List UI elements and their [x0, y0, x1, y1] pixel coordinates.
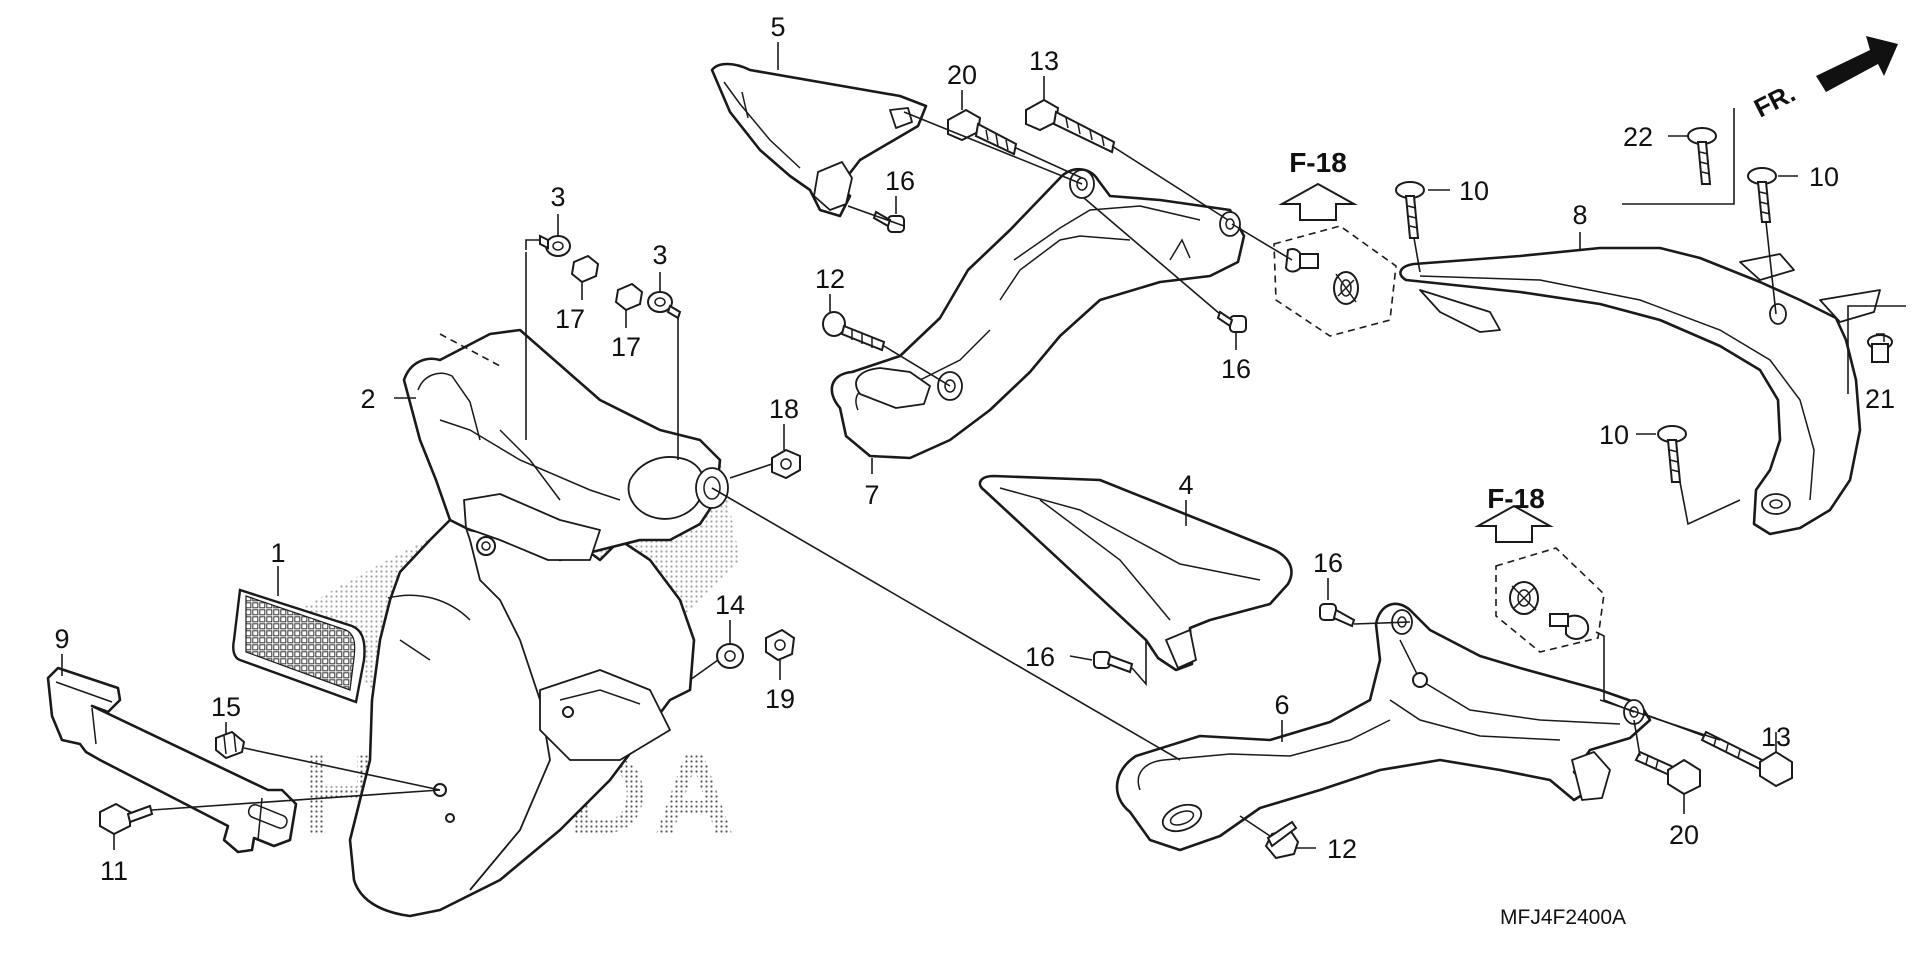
screw-16-upper-left — [872, 210, 905, 233]
screw-10-right — [1747, 167, 1777, 223]
part-6-right-grab-rail — [1115, 602, 1652, 852]
rear-fender-assembly — [348, 499, 696, 918]
callout-16-upper-left: 16 — [885, 166, 915, 196]
callout-22: 22 — [1623, 122, 1653, 152]
callout-7: 7 — [864, 480, 879, 510]
bolt-12-lower — [1264, 820, 1300, 860]
part-4-right-side-cover — [978, 474, 1293, 672]
bolt-13-top — [1025, 98, 1116, 154]
callout-10-left: 10 — [1459, 176, 1489, 206]
nut-3-right — [647, 291, 682, 320]
part-8-rear-cowl — [1399, 246, 1881, 536]
hardware — [99, 98, 1893, 860]
f18-label-lower: F-18 — [1487, 483, 1545, 514]
bolt-20-top — [947, 108, 1018, 156]
screw-22 — [1687, 127, 1717, 185]
callout-3-right: 3 — [652, 240, 667, 270]
callout-15: 15 — [211, 692, 241, 722]
callout-2: 2 — [360, 384, 375, 414]
callout-17-right: 17 — [611, 332, 641, 362]
diagram-code: MFJ4F2400A — [1500, 906, 1626, 929]
callout-20-lower: 20 — [1669, 820, 1699, 850]
bolt-11 — [99, 802, 154, 836]
screw-10-left — [1395, 181, 1425, 239]
screw-10-lower — [1657, 425, 1687, 483]
nut-3-left — [539, 234, 571, 257]
callout-9: 9 — [54, 624, 69, 654]
callouts: 1 2 3 3 4 5 6 7 8 9 10 10 10 11 12 12 13… — [54, 12, 1895, 886]
f18-label-upper: F-18 — [1289, 147, 1347, 178]
screw-16-mid-right — [1319, 603, 1356, 628]
callout-20-top: 20 — [947, 60, 977, 90]
clip-21 — [1867, 333, 1893, 363]
part-2-tail-housing — [402, 328, 729, 562]
callout-13-lower: 13 — [1761, 722, 1791, 752]
callout-16-under-rail: 16 — [1221, 354, 1251, 384]
nut-17-left — [570, 254, 600, 284]
nut-18 — [771, 448, 801, 480]
leader-lines — [61, 42, 1906, 850]
part-7-left-grab-rail — [830, 167, 1246, 460]
callout-1: 1 — [270, 538, 285, 568]
callout-5: 5 — [770, 12, 785, 42]
part-9-license-bracket — [46, 666, 298, 854]
inset-grommet-lower — [1495, 547, 1605, 653]
callout-10-right: 10 — [1809, 162, 1839, 192]
front-direction-indicator: FR. — [1749, 36, 1898, 123]
callout-8: 8 — [1572, 200, 1587, 230]
callout-10-lower: 10 — [1599, 420, 1629, 450]
callout-3-left: 3 — [550, 182, 565, 212]
part-1-reflector — [232, 588, 366, 704]
callout-21: 21 — [1865, 384, 1895, 414]
callout-12-upper: 12 — [815, 264, 845, 294]
callout-12-lower: 12 — [1327, 834, 1357, 864]
washer-14 — [716, 643, 744, 669]
callout-11: 11 — [100, 856, 128, 886]
screw-16-under-rail — [1216, 310, 1247, 333]
callout-14: 14 — [715, 590, 745, 620]
bolt-20-lower — [1634, 750, 1701, 796]
callout-6: 6 — [1274, 690, 1289, 720]
screw-16-mid-left — [1093, 651, 1134, 674]
callout-16-mid-left: 16 — [1025, 642, 1055, 672]
bolt-12-upper — [822, 311, 886, 352]
f18-ref-lower: F-18 — [1474, 483, 1554, 543]
nut-19 — [765, 628, 796, 662]
callout-16-mid-right: 16 — [1313, 548, 1343, 578]
inset-grommet-upper — [1273, 225, 1397, 337]
front-direction-label: FR. — [1749, 78, 1800, 124]
callout-4: 4 — [1178, 470, 1193, 500]
callout-18: 18 — [769, 394, 799, 424]
callout-17-left: 17 — [555, 304, 585, 334]
callout-13-top: 13 — [1029, 46, 1059, 76]
f18-ref-upper: F-18 — [1278, 147, 1358, 221]
grommet-15 — [215, 730, 246, 760]
part-5-left-side-cover — [710, 62, 928, 218]
callout-19: 19 — [765, 684, 795, 714]
nut-17-right — [614, 282, 644, 312]
